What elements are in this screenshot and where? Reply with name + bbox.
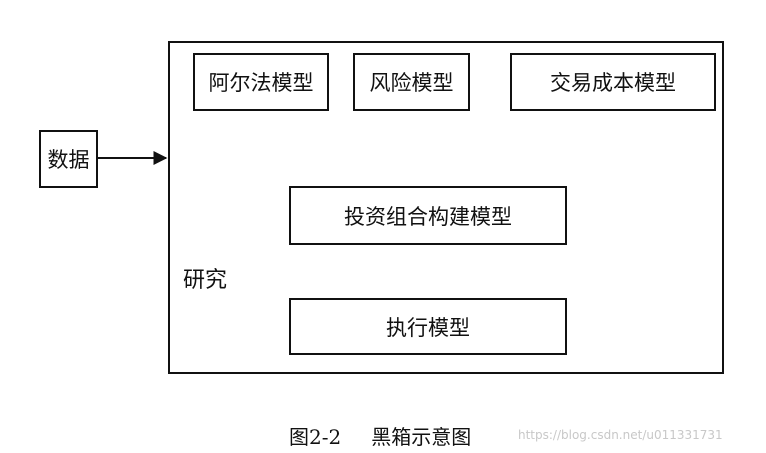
- figure-caption: 图2-2 黑箱示意图: [289, 421, 471, 450]
- data-input-label: 数据: [47, 148, 90, 172]
- research-label: 研究: [183, 268, 228, 293]
- portfolio-construction-model-box: 投资组合构建模型: [289, 186, 567, 245]
- risk-model-label: 风险模型: [369, 71, 454, 95]
- execution-model-box: 执行模型: [289, 298, 567, 355]
- portfolio-construction-model-label: 投资组合构建模型: [344, 204, 512, 229]
- watermark-text: https://blog.csdn.net/u011331731: [518, 428, 723, 442]
- data-input-box: 数据: [39, 130, 98, 188]
- alpha-model-box: 阿尔法模型: [193, 53, 329, 111]
- execution-model-label: 执行模型: [386, 315, 470, 340]
- figure-title: 黑箱示意图: [371, 425, 472, 449]
- transaction-cost-model-label: 交易成本模型: [550, 71, 676, 95]
- alpha-model-label: 阿尔法模型: [208, 71, 314, 95]
- risk-model-box: 风险模型: [353, 53, 470, 111]
- figure-number: 图2-2: [289, 425, 342, 449]
- transaction-cost-model-box: 交易成本模型: [510, 53, 716, 111]
